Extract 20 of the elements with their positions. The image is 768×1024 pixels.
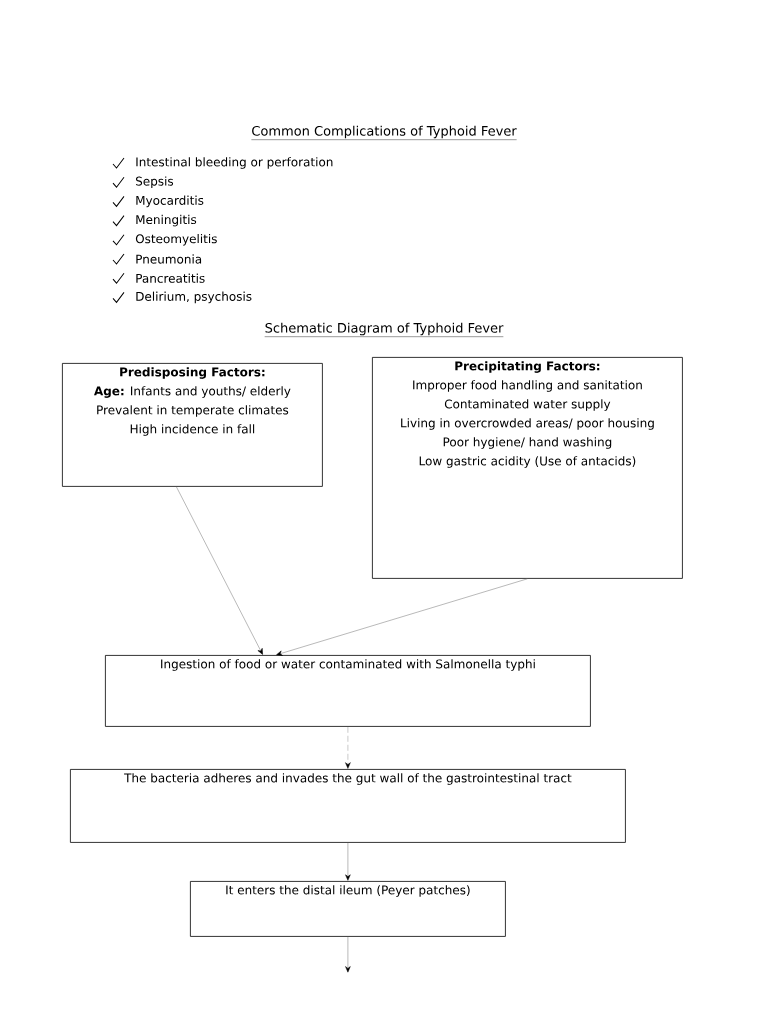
arrow (345, 936, 351, 973)
arrow (276, 578, 528, 656)
arrow (345, 842, 351, 881)
list-item: Sepsis (136, 176, 174, 188)
list-item: Osteomyelitis (135, 234, 217, 246)
heading: Common Complications of Typhoid Fever (251, 125, 517, 140)
list-item: Delirium, psychosis (136, 291, 252, 304)
list-item: Pancreatitis (136, 273, 205, 283)
list-item: Pneumonia (136, 254, 202, 264)
process-box: It enters the distal ileum (Peyer patches) (190, 881, 506, 937)
process-box: The bacteria adheres and invades the gut wall of the gastrointestinal tract (70, 769, 626, 843)
factor-box: Predisposing Factors: Age: Infants and youths/ elderly Prevalent in temperate climates High incidence in fall (62, 363, 323, 487)
arrow (176, 486, 263, 655)
list-item: Myocarditis (136, 195, 204, 208)
list-item: Intestinal bleeding or perforation (136, 157, 333, 169)
list-item: Meningitis (136, 214, 197, 227)
arrow (345, 726, 351, 769)
heading: Schematic Diagram of Typhoid Fever (264, 322, 504, 337)
factor-box: Precipitating Factors: Improper food handling and sanitation Contaminated water supply Living in overcrowded areas/ poor housing Poor hygiene/ hand washing Low gastric acidity (Use of antacids) (372, 357, 683, 579)
process-box: Ingestion of food or water contaminated with Salmonella typhi (105, 655, 591, 727)
